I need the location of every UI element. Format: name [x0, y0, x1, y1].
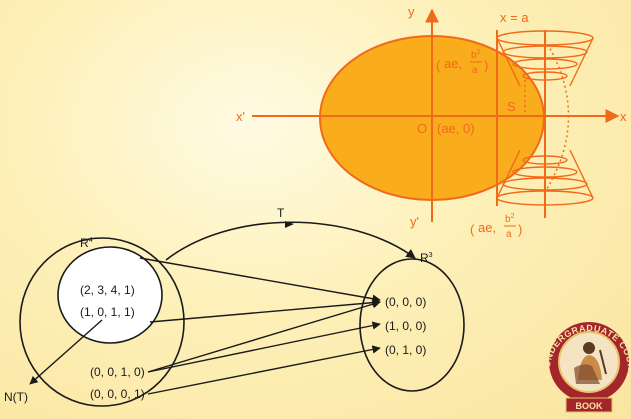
- basis-arrow-3: [147, 345, 381, 395]
- svg-text:): ): [518, 222, 522, 237]
- svg-text:(: (: [436, 58, 441, 73]
- kernel-vector-1: (2, 3, 4, 1): [80, 283, 135, 297]
- svg-text:): ): [484, 58, 488, 73]
- origin-label: O: [417, 121, 427, 136]
- mapping-figure: R4 R3 T N(T) (2, 3, 4, 1) (1, 0, 1, 1) (…: [4, 206, 465, 407]
- kernel-arrow-2: [149, 298, 381, 323]
- kernel-arrow-1: [139, 257, 381, 303]
- logo-book-label: BOOK: [576, 401, 604, 411]
- codomain-vector-2: (1, 0, 0): [385, 319, 426, 333]
- kernel-vector-2: (1, 0, 1, 1): [80, 305, 135, 319]
- kernel-label: N(T): [4, 390, 28, 404]
- codomain-label: R3: [420, 251, 433, 265]
- kernel-pointer-arrow: [29, 319, 103, 385]
- kernel-circle: [57, 246, 163, 344]
- map-arrow-midhead-shape: [285, 221, 294, 228]
- revolution-discs-bottom: [496, 149, 594, 206]
- ellipse-figure: y y' x x' x = a O S (ae, 0) ( ae, b2 a )…: [236, 4, 627, 240]
- svg-text:b2: b2: [471, 49, 481, 61]
- focus-label: S: [507, 99, 516, 114]
- domain-vector-1: (0, 0, 1, 0): [90, 365, 145, 379]
- svg-text:ae,: ae,: [478, 220, 496, 235]
- codomain-circle: [359, 258, 465, 392]
- codomain-vector-1: (0, 0, 0): [385, 295, 426, 309]
- upper-point-label: ( ae, b2 a ): [436, 49, 488, 76]
- svg-text:a: a: [472, 65, 478, 76]
- domain-label: R4: [80, 236, 93, 250]
- basis-arrow-1: [147, 321, 381, 373]
- codomain-vector-3: (0, 1, 0): [385, 343, 426, 357]
- svg-text:b2: b2: [505, 213, 515, 225]
- domain-circle: [19, 237, 185, 407]
- map-arrow-curve: [165, 221, 416, 261]
- svg-text:(: (: [470, 222, 475, 237]
- y-prime-axis-label: y': [410, 214, 419, 229]
- y-axis-label: y: [408, 4, 415, 19]
- x-axis-label: x: [620, 109, 627, 124]
- directrix-label: x = a: [500, 10, 529, 25]
- svg-text:ae,: ae,: [444, 56, 462, 71]
- focus-coordinate: (ae, 0): [437, 121, 475, 136]
- basis-arrow-2: [147, 300, 381, 373]
- x-prime-axis-label: x': [236, 109, 245, 124]
- svg-text:a: a: [506, 229, 512, 240]
- domain-vector-2: (0, 0, 0, 1): [90, 387, 145, 401]
- map-label: T: [277, 206, 285, 220]
- lower-point-label: ( ae, b2 a ): [470, 213, 522, 240]
- logo-figure-icon: [574, 342, 607, 384]
- revolution-discs-top: [496, 30, 594, 87]
